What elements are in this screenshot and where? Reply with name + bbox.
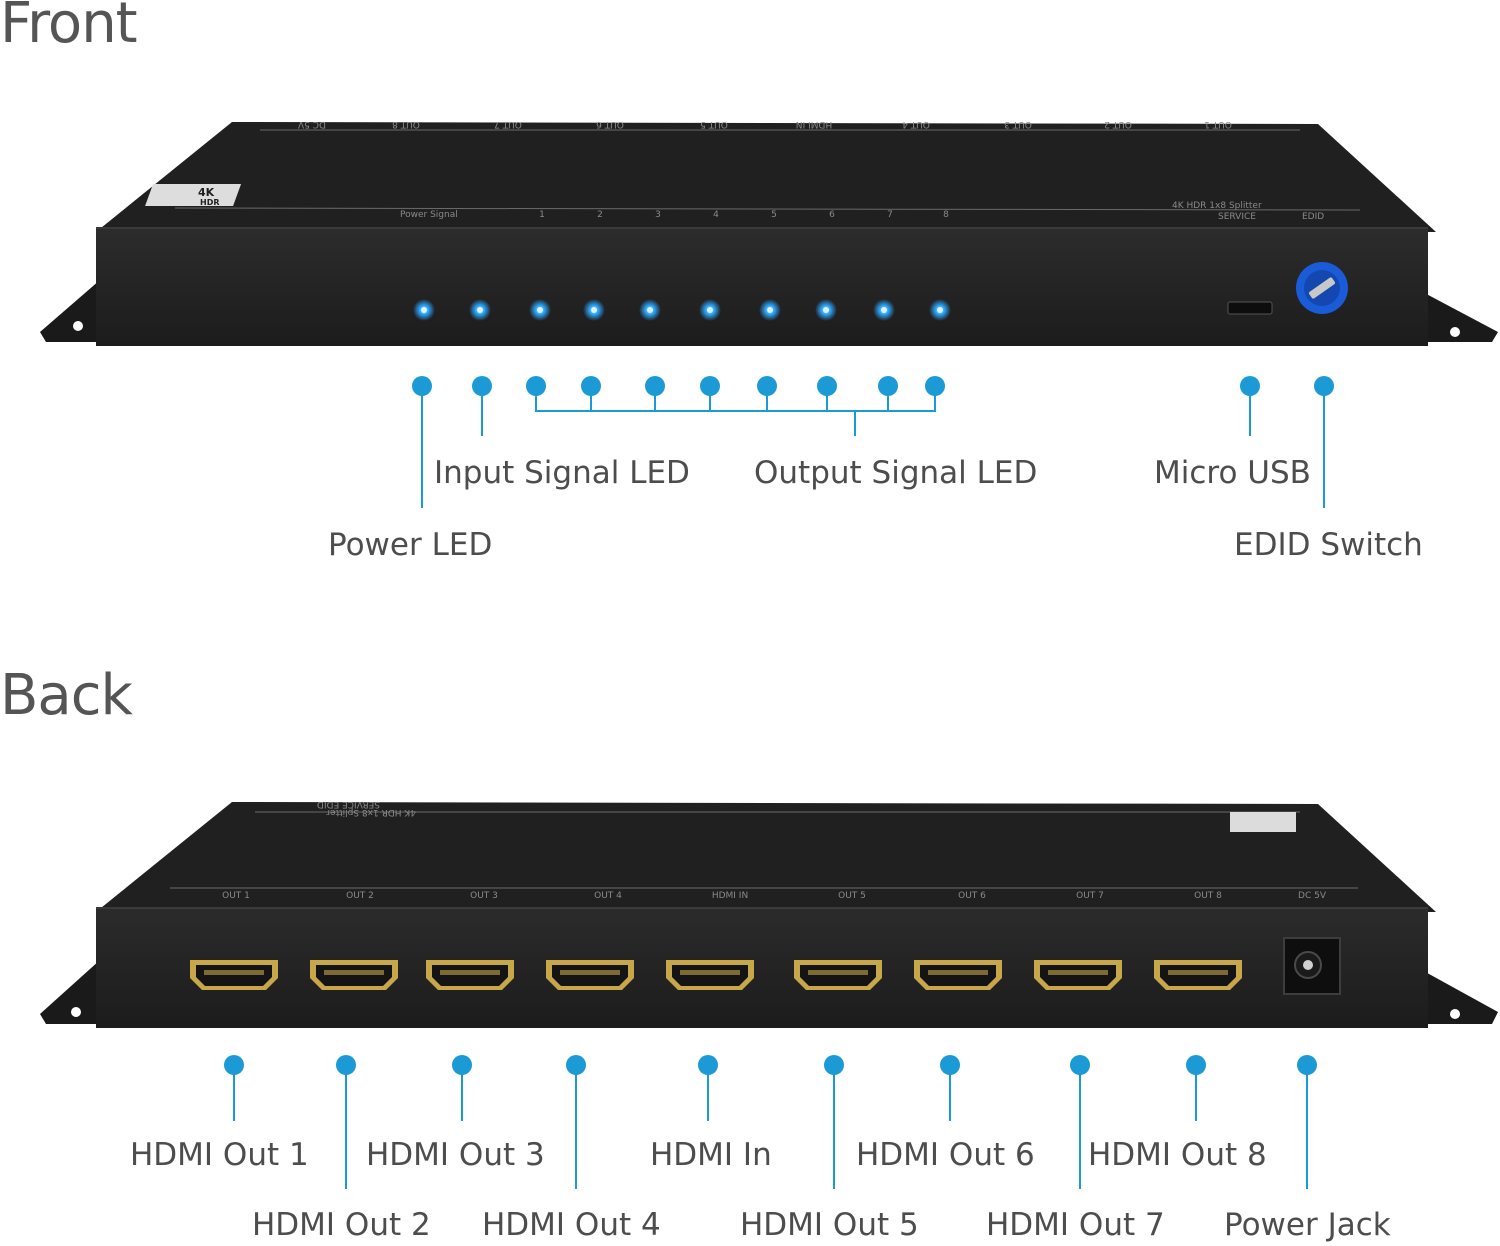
edid-printed-label: EDID (1302, 212, 1324, 222)
back-mirrored-model-label: 4K HDR 1x8 Splitter (326, 807, 416, 817)
back-4k-hdr-badge (1230, 812, 1296, 832)
badge-4k: 4K (198, 186, 215, 199)
led-number-1: 1 (539, 210, 545, 220)
hdmi-out-port[interactable] (914, 960, 1002, 990)
back-port-label: OUT 2 (346, 891, 374, 901)
back-mirrored-service-edid-label: SERVICE EDID (317, 799, 380, 809)
top-edge-label: OUT 8 (392, 119, 420, 129)
top-edge-label: HDMI IN (796, 119, 832, 129)
back-top-surface (96, 802, 1436, 912)
micro-usb-label: Micro USB (1154, 455, 1311, 491)
led-number-5: 5 (771, 210, 777, 220)
led-number-4: 4 (713, 210, 719, 220)
dc-power-jack (1283, 937, 1341, 995)
top-edge-port-labels: DC 5V OUT 8 OUT 7 OUT 6 OUT 5 HDMI IN OUT 4 OUT… (297, 119, 1232, 129)
power-jack-label: Power Jack (1224, 1207, 1391, 1243)
top-edge-label: OUT 6 (596, 119, 624, 129)
top-edge-label: OUT 3 (1004, 119, 1032, 129)
hdmi-out-port[interactable] (426, 960, 514, 990)
power-led-label: Power LED (328, 527, 493, 563)
hdmi-out-3-label: HDMI Out 3 (366, 1137, 545, 1173)
front-face (96, 228, 1428, 346)
front-led-row (413, 299, 951, 321)
hdmi-out-port[interactable] (1154, 960, 1242, 990)
back-port-label: OUT 6 (958, 891, 986, 901)
input-signal-led-label: Input Signal LED (434, 455, 690, 491)
led-number-7: 7 (887, 210, 893, 220)
edid-switch-knob (1296, 262, 1348, 314)
back-section-title: Back (0, 663, 133, 728)
hdmi-out-port[interactable] (310, 960, 398, 990)
hdmi-out-1-label: HDMI Out 1 (130, 1137, 309, 1173)
hdmi-in-port[interactable] (666, 960, 754, 990)
hdmi-out-7-label: HDMI Out 7 (986, 1207, 1165, 1243)
back-port-label: OUT 7 (1076, 891, 1104, 901)
back-port-label: OUT 5 (838, 891, 866, 901)
top-edge-label: OUT 7 (494, 119, 522, 129)
edid-switch-label: EDID Switch (1234, 527, 1423, 563)
power-signal-printed-label: Power Signal (400, 210, 458, 220)
front-section-title: Front (0, 0, 138, 56)
led-number-labels: 1 2 3 4 5 6 7 8 (539, 210, 949, 220)
back-port-label: OUT 3 (470, 891, 498, 901)
front-panel-device: DC 5V OUT 8 OUT 7 OUT 6 OUT 5 HDMI IN OUT 4 OUT… (40, 119, 1498, 346)
model-printed-label: 4K HDR 1x8 Splitter (1172, 201, 1262, 211)
hdmi-out-8-label: HDMI Out 8 (1088, 1137, 1267, 1173)
hdmi-out-6-label: HDMI Out 6 (856, 1137, 1035, 1173)
hdmi-out-4-label: HDMI Out 4 (482, 1207, 661, 1243)
hdmi-out-5-label: HDMI Out 5 (740, 1207, 919, 1243)
service-printed-label: SERVICE (1218, 212, 1256, 222)
led-number-8: 8 (943, 210, 949, 220)
top-edge-label: OUT 4 (902, 119, 930, 129)
back-hdmi-ports (190, 960, 1242, 990)
hdmi-out-port[interactable] (546, 960, 634, 990)
output-signal-led-label: Output Signal LED (754, 455, 1038, 491)
top-edge-label: OUT 5 (700, 119, 728, 129)
hdmi-in-label: HDMI In (650, 1137, 772, 1173)
top-edge-label: DC 5V (297, 119, 326, 129)
top-edge-label: OUT 2 (1104, 119, 1132, 129)
hdmi-out-port[interactable] (1034, 960, 1122, 990)
back-port-label: OUT 8 (1194, 891, 1222, 901)
hdmi-out-2-label: HDMI Out 2 (252, 1207, 431, 1243)
back-port-label: DC 5V (1298, 891, 1327, 901)
back-port-labels: OUT 1 OUT 2 OUT 3 OUT 4 HDMI IN OUT 5 OUT 6 OUT… (222, 891, 1327, 901)
badge-hdr: HDR (200, 198, 220, 207)
back-port-label: OUT 1 (222, 891, 250, 901)
micro-usb-port (1227, 301, 1273, 315)
hdmi-out-port[interactable] (190, 960, 278, 990)
4k-hdr-badge: 4K HDR (145, 184, 242, 207)
back-port-label: HDMI IN (712, 891, 748, 901)
back-port-label: OUT 4 (594, 891, 622, 901)
top-edge-label: OUT 1 (1204, 119, 1232, 129)
hdmi-out-port[interactable] (794, 960, 882, 990)
top-surface (96, 122, 1436, 232)
led-number-3: 3 (655, 210, 661, 220)
led-number-6: 6 (829, 210, 835, 220)
led-number-2: 2 (597, 210, 603, 220)
